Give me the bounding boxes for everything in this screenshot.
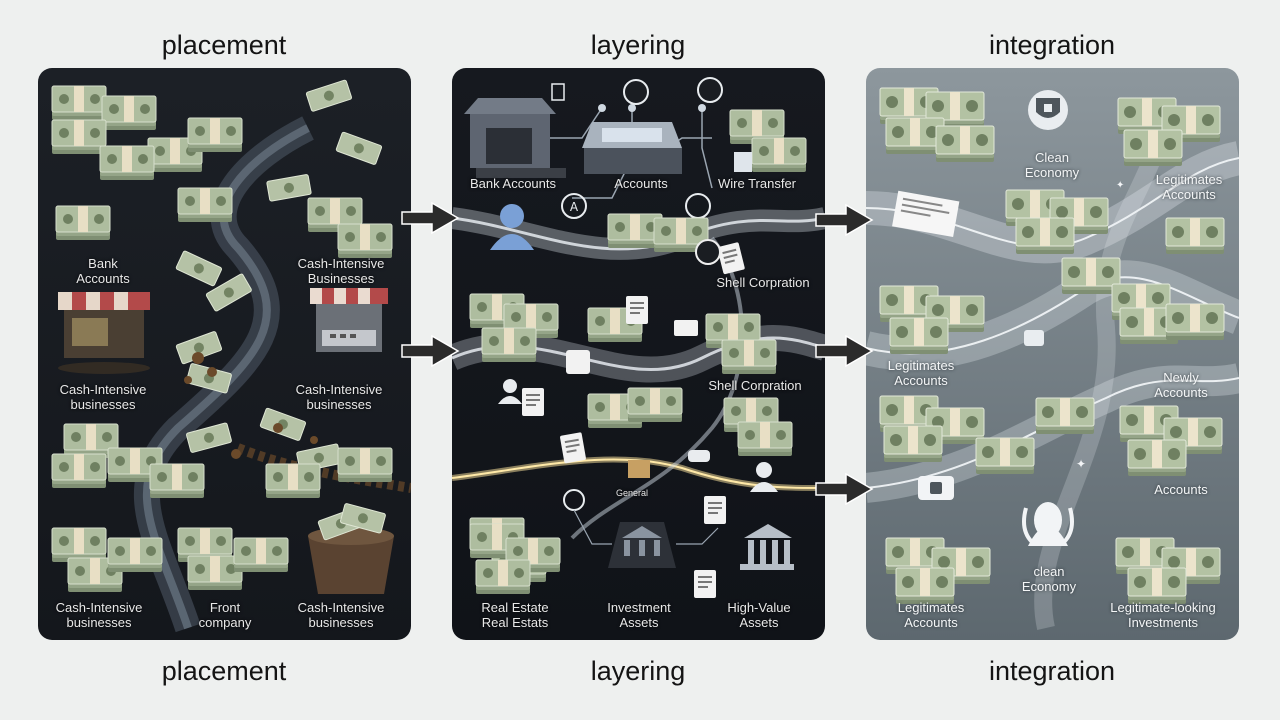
arrow-right-icon bbox=[815, 334, 874, 368]
high-value-building bbox=[740, 524, 794, 570]
label-shell-corporation-mid: Shell Corpration bbox=[708, 378, 802, 393]
arrow-right-icon bbox=[401, 334, 460, 368]
title-layering-bottom: layering bbox=[590, 656, 686, 686]
title-layering-top: layering bbox=[590, 30, 686, 60]
svg-text:✦: ✦ bbox=[1076, 457, 1086, 471]
svg-text:A: A bbox=[570, 200, 579, 214]
label-shell-corporation-top: Shell Corpration bbox=[716, 275, 810, 290]
person-clean-economy-icon bbox=[1022, 502, 1074, 546]
arrow-right-icon bbox=[401, 201, 460, 235]
title-integration-top: integration bbox=[988, 30, 1116, 60]
accounts-console bbox=[582, 122, 682, 174]
person-figure bbox=[490, 204, 534, 250]
investment-bank-icon bbox=[608, 522, 676, 568]
label-layer-accounts: Accounts bbox=[614, 176, 668, 191]
title-placement-top: placement bbox=[161, 30, 287, 60]
bank-building bbox=[464, 98, 566, 178]
label-integration-accounts: Accounts bbox=[1154, 482, 1208, 497]
label-wire-transfer: Wire Transfer bbox=[717, 176, 796, 191]
placement-illustration bbox=[51, 79, 411, 633]
label-layer-bank-accounts: Bank Accounts bbox=[470, 176, 556, 191]
real-estate-stack bbox=[469, 523, 561, 595]
layering-illustration: A bbox=[452, 77, 825, 598]
shield-icon bbox=[1028, 90, 1068, 130]
arrow-right-icon bbox=[815, 203, 874, 237]
integration-illustration: ✦ ✦ bbox=[866, 87, 1239, 630]
svg-text:✦: ✦ bbox=[1116, 180, 1124, 191]
title-placement-bottom: placement bbox=[161, 656, 287, 686]
layering-panel: A bbox=[452, 68, 825, 640]
label-general: General bbox=[615, 488, 649, 498]
storefront-left bbox=[58, 292, 150, 374]
money-bucket bbox=[308, 502, 394, 594]
arrow-right-icon bbox=[815, 472, 874, 506]
title-integration-bottom: integration bbox=[988, 656, 1116, 686]
contract-card bbox=[892, 190, 960, 237]
storefront-right bbox=[310, 288, 388, 352]
